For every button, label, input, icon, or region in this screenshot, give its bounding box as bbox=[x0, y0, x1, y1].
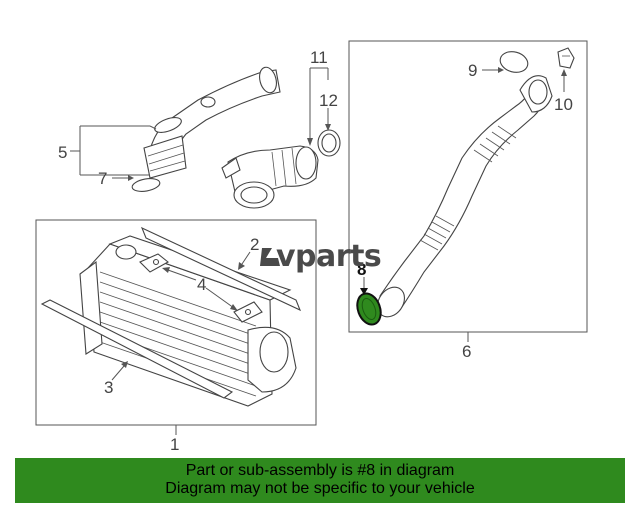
callout-10: 10 bbox=[554, 95, 573, 114]
seal-strip-3[interactable] bbox=[40, 299, 234, 399]
callout-12: 12 bbox=[319, 91, 338, 110]
hose-clamp-12[interactable] bbox=[317, 129, 341, 157]
charge-pipe-upper[interactable] bbox=[143, 65, 281, 179]
callout-11: 11 bbox=[310, 48, 328, 67]
vparts-watermark-logo: vparts bbox=[260, 239, 382, 274]
callout-1: 1 bbox=[170, 435, 179, 454]
leader-lines bbox=[70, 67, 567, 435]
callout-7: 7 bbox=[98, 169, 107, 188]
callout-2: 2 bbox=[250, 235, 259, 254]
intake-hose-6[interactable] bbox=[372, 75, 553, 322]
clip-10[interactable] bbox=[557, 47, 575, 69]
banner-line-2: Diagram may not be specific to your vehi… bbox=[165, 480, 475, 497]
bracket-2[interactable] bbox=[140, 226, 302, 312]
info-banner: Part or sub-assembly is #8 in diagram Di… bbox=[15, 458, 625, 503]
mount-bracket-4b[interactable] bbox=[233, 301, 263, 323]
watermark-text: vparts bbox=[276, 239, 381, 274]
logo-mark-icon bbox=[260, 248, 280, 266]
callout-5: 5 bbox=[58, 143, 67, 162]
mount-bracket-4a[interactable] bbox=[139, 253, 169, 273]
callout-6: 6 bbox=[462, 342, 471, 361]
banner-line-1: Part or sub-assembly is #8 in diagram bbox=[185, 462, 455, 479]
callout-4: 4 bbox=[197, 275, 206, 294]
o-ring-7[interactable] bbox=[131, 177, 161, 194]
intercooler-core[interactable] bbox=[79, 235, 297, 407]
callout-8: 8 bbox=[357, 260, 366, 279]
seal-8-inner bbox=[361, 297, 377, 321]
callout-9: 9 bbox=[468, 61, 477, 80]
charge-pipe-lower[interactable] bbox=[221, 145, 319, 209]
callout-3: 3 bbox=[104, 378, 113, 397]
o-ring-9[interactable] bbox=[498, 49, 530, 76]
